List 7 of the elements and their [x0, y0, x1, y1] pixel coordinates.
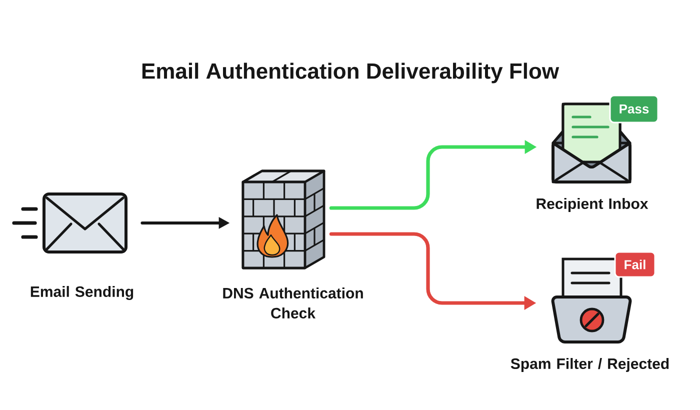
node-label: Spam Filter / Rejected	[510, 358, 669, 372]
status-badge: Fail	[614, 251, 656, 278]
node-label: DNS Authentication Check	[223, 288, 363, 318]
title: Email Authentication Deliverability Flow	[142, 62, 560, 84]
node-label: Email Sending	[30, 286, 134, 300]
node-label: Recipient Inbox	[536, 198, 648, 212]
status-badge: Pass	[609, 94, 659, 124]
